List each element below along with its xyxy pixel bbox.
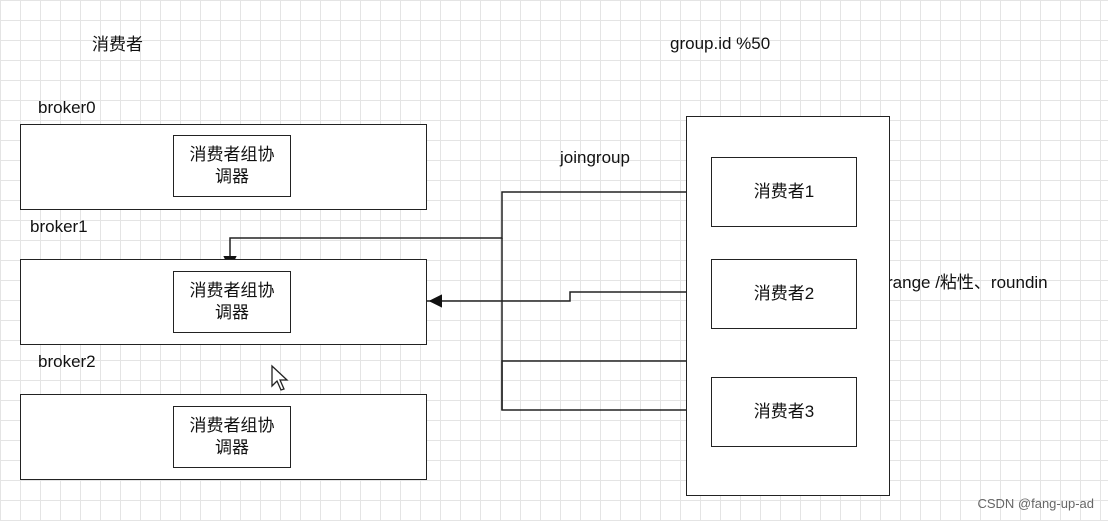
broker1-box: 消费者组协调器 xyxy=(20,259,427,345)
broker0-coordinator: 消费者组协调器 xyxy=(173,135,291,197)
assignment-strategy-label: range /粘性、roundin xyxy=(887,273,1048,292)
broker1-coordinator: 消费者组协调器 xyxy=(173,271,291,333)
watermark: CSDN @fang-up-ad xyxy=(977,496,1094,511)
broker2-coordinator: 消费者组协调器 xyxy=(173,406,291,468)
broker1-label: broker1 xyxy=(30,217,88,236)
broker2-box: 消费者组协调器 xyxy=(20,394,427,480)
broker0-box: 消费者组协调器 xyxy=(20,124,427,210)
arrow-consumer2-to-broker1-edge xyxy=(428,291,712,308)
consumer2-box: 消费者2 xyxy=(711,259,857,329)
group-id-label: group.id %50 xyxy=(670,34,771,53)
broker0-label: broker0 xyxy=(38,98,96,117)
broker2-label: broker2 xyxy=(38,352,96,371)
consumer1-box: 消费者1 xyxy=(711,157,857,227)
joingroup-label: joingroup xyxy=(560,148,630,167)
consumer-title: 消费者 xyxy=(92,35,143,54)
mouse-cursor-icon xyxy=(271,364,289,391)
consumer-group-box: 消费者1 消费者2 消费者3 xyxy=(686,116,890,496)
consumer3-box: 消费者3 xyxy=(711,377,857,447)
